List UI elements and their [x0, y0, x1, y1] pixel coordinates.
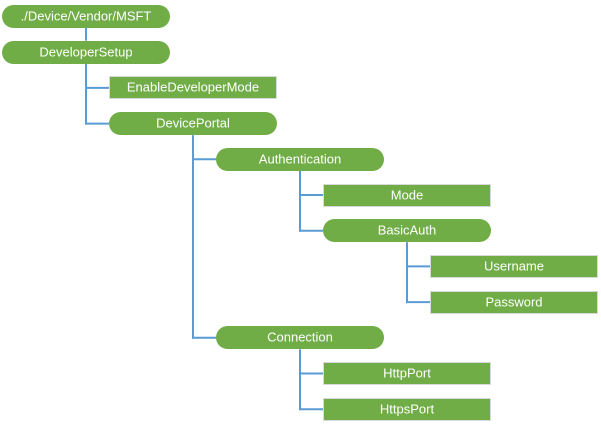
tree-node-label: BasicAuth	[377, 222, 437, 238]
tree-node-label: EnableDeveloperMode	[126, 79, 260, 95]
tree-node-label: DeveloperSetup	[39, 44, 133, 60]
tree-node-httpport: HttpPort	[323, 362, 491, 385]
tree-node-deviceportal: DevicePortal	[109, 112, 277, 136]
tree-node-label: Username	[484, 258, 544, 274]
tree-node-label: Mode	[390, 187, 424, 202]
tree-node-enabledevelopermode: EnableDeveloperMode	[109, 76, 277, 100]
tree-node-label: Password	[485, 294, 543, 310]
tree-node-label: DevicePortal	[156, 115, 230, 131]
tree-node-httpsport: HttpsPort	[323, 397, 491, 421]
tree-node-basicauth: BasicAuth	[323, 219, 491, 243]
tree-node-label: HttpPort	[383, 365, 431, 381]
tree-node-authentication: Authentication	[216, 147, 384, 171]
tree-node-device-vendor-msft: ./Device/Vendor/MSFT	[2, 5, 170, 28]
tree-node-mode: Mode	[323, 183, 491, 207]
tree-node-label: Authentication	[258, 151, 342, 167]
tree-node-developersetup: DeveloperSetup	[2, 40, 170, 64]
tree-node-username: Username	[430, 254, 598, 278]
tree-node-label: HttpsPort	[379, 401, 435, 417]
tree-node-label: ./Device/Vendor/MSFT	[20, 8, 152, 24]
tree-node-label: Connection	[267, 329, 333, 345]
tree-node-connection: Connection	[216, 326, 384, 350]
tree-node-password: Password	[430, 290, 598, 314]
